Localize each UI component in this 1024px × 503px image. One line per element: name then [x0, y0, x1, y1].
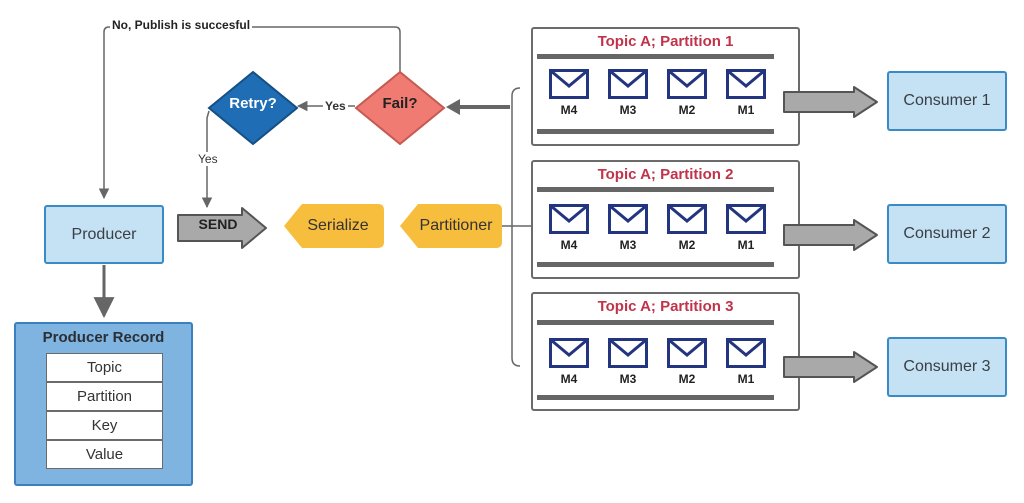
partition-bar-top [537, 54, 774, 59]
retry-diamond [207, 70, 299, 146]
partition-bar-top [537, 187, 774, 192]
message-label: M3 [619, 103, 637, 117]
partition-bar-top [537, 320, 774, 325]
envelope-icon [726, 338, 766, 368]
partition-1: Topic A; Partition 1 M4 M3 M2 M1 [531, 27, 800, 146]
message-label: M3 [619, 238, 637, 252]
message-label: M3 [619, 372, 637, 386]
retry-to-send-connector [201, 110, 213, 209]
message: M3 [608, 69, 648, 117]
message: M2 [667, 338, 707, 386]
record-field-partition: Partition [46, 382, 163, 411]
envelope-icon [608, 69, 648, 99]
consumer-arrow-3 [783, 351, 878, 383]
message: M4 [549, 338, 589, 386]
send-label: SEND [198, 216, 238, 232]
message: M1 [726, 204, 766, 252]
envelope-icon [726, 204, 766, 234]
message-label: M2 [678, 103, 696, 117]
envelope-icon [726, 69, 766, 99]
envelope-icon [549, 338, 589, 368]
message-label: M4 [560, 103, 578, 117]
message: M3 [608, 338, 648, 386]
fail-diamond [354, 70, 446, 146]
envelope-icon [667, 69, 707, 99]
serialize-shape [284, 204, 384, 248]
message: M4 [549, 204, 589, 252]
message-label: M2 [678, 238, 696, 252]
partition-bar-bottom [537, 129, 774, 134]
partition-title: Topic A; Partition 2 [597, 166, 734, 183]
partition-bar-bottom [537, 395, 774, 400]
message-label: M4 [560, 372, 578, 386]
consumer-3: Consumer 3 [887, 337, 1007, 397]
message: M1 [726, 69, 766, 117]
message-label: M4 [560, 238, 578, 252]
no-publish-label: No, Publish is succesful [110, 18, 253, 32]
partitioner-shape [400, 204, 502, 248]
message-label: M1 [737, 238, 755, 252]
partition-title: Topic A; Partition 1 [597, 33, 734, 50]
consumer-1: Consumer 1 [887, 71, 1007, 131]
serialize-label: Serialize [307, 217, 369, 234]
producer-record: Producer Record Topic Partition Key Valu… [14, 322, 193, 486]
envelope-icon [549, 204, 589, 234]
retry-label: Retry? [229, 95, 277, 112]
message: M3 [608, 204, 648, 252]
envelope-icon [667, 204, 707, 234]
partition-3: Topic A; Partition 3 M4 M3 M2 M1 [531, 292, 800, 411]
message: M2 [667, 69, 707, 117]
producer-record-title: Producer Record [42, 329, 165, 346]
message: M2 [667, 204, 707, 252]
message-label: M1 [737, 372, 755, 386]
consumer-2: Consumer 2 [887, 204, 1007, 264]
envelope-icon [549, 69, 589, 99]
record-field-value: Value [46, 440, 163, 469]
envelope-icon [667, 338, 707, 368]
message: M1 [726, 338, 766, 386]
envelope-icon [608, 338, 648, 368]
partition-title: Topic A; Partition 3 [597, 298, 734, 315]
yes-fail-label: Yes [323, 99, 348, 113]
record-field-key: Key [46, 411, 163, 440]
partition-bracket [511, 87, 521, 367]
message-label: M1 [737, 103, 755, 117]
partition-bar-bottom [537, 262, 774, 267]
consumer-arrow-2 [783, 219, 878, 251]
producer-node: Producer [44, 205, 164, 264]
partition-2: Topic A; Partition 2 M4 M3 M2 M1 [531, 160, 800, 279]
fail-label: Fail? [382, 95, 418, 112]
send-arrow [177, 207, 267, 249]
envelope-icon [608, 204, 648, 234]
partitioner-label: Partitioner [419, 217, 493, 234]
yes-retry-label: Yes [196, 152, 220, 166]
record-field-topic: Topic [46, 353, 163, 382]
message-label: M2 [678, 372, 696, 386]
message: M4 [549, 69, 589, 117]
consumer-arrow-1 [783, 86, 878, 118]
